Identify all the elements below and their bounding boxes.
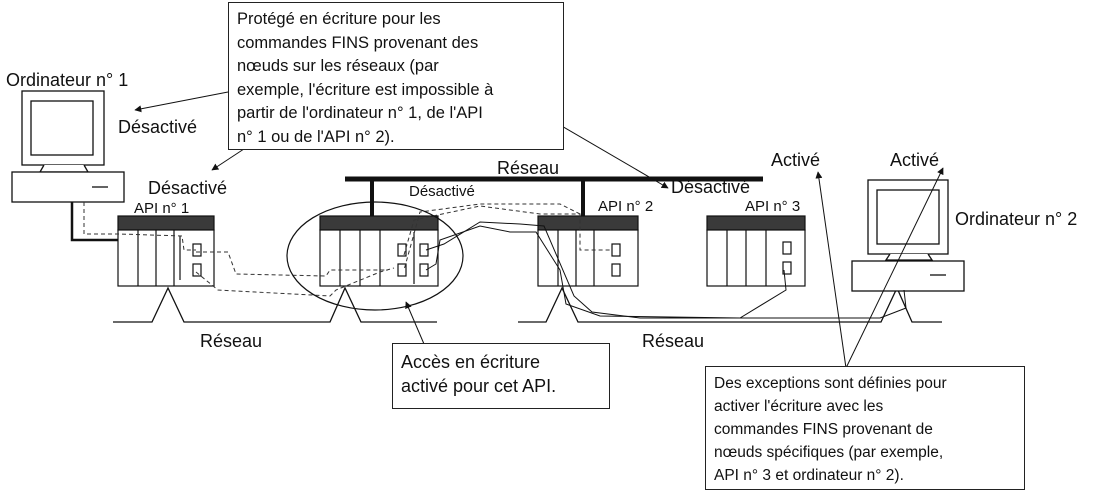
computer-2-state: Activé (890, 150, 940, 170)
center-plc-highlight (286, 201, 464, 311)
plc-2-label: API n° 2 (598, 198, 654, 215)
exceptions-text: Des exceptions sont définies pour active… (714, 375, 947, 484)
computer-1 (11, 90, 125, 203)
write-protected-text: Protégé en écriture pour les commandes F… (237, 10, 494, 146)
plc-1 (117, 215, 215, 287)
computer-1-state: Désactivé (118, 117, 198, 137)
center-plc-state: Désactivé (409, 183, 475, 200)
computer-1-cable (70, 202, 120, 242)
computer-2 (851, 179, 965, 292)
left-network-line (113, 286, 437, 323)
plc-2 (537, 215, 639, 287)
write-enabled-text: Accès en écriture activé pour cet API. (401, 352, 557, 396)
top-network-bus (345, 176, 763, 216)
exceptions-note: Des exceptions sont définies pour active… (705, 366, 1025, 490)
plc-1-state: Désactivé (148, 178, 228, 198)
callout-pointers (134, 91, 944, 369)
plc-3 (706, 215, 806, 287)
plc-2-state: Désactivé (671, 177, 751, 197)
plc-3-label: API n° 3 (745, 198, 801, 215)
blocked-paths (83, 202, 612, 297)
left-network-label: Réseau (200, 331, 263, 351)
permitted-paths (425, 221, 907, 319)
write-protected-note: Protégé en écriture pour les commandes F… (228, 2, 564, 150)
right-network-label: Réseau (642, 331, 705, 351)
plc-1-label: API n° 1 (134, 200, 190, 217)
computer-2-label: Ordinateur n° 2 (955, 209, 1078, 229)
plc-3-state: Activé (771, 150, 821, 170)
write-enabled-note: Accès en écriture activé pour cet API. (392, 343, 610, 409)
center-plc (319, 215, 439, 287)
computer-1-label: Ordinateur n° 1 (6, 70, 129, 90)
right-network-line (518, 286, 942, 323)
top-network-label: Réseau (497, 158, 560, 178)
